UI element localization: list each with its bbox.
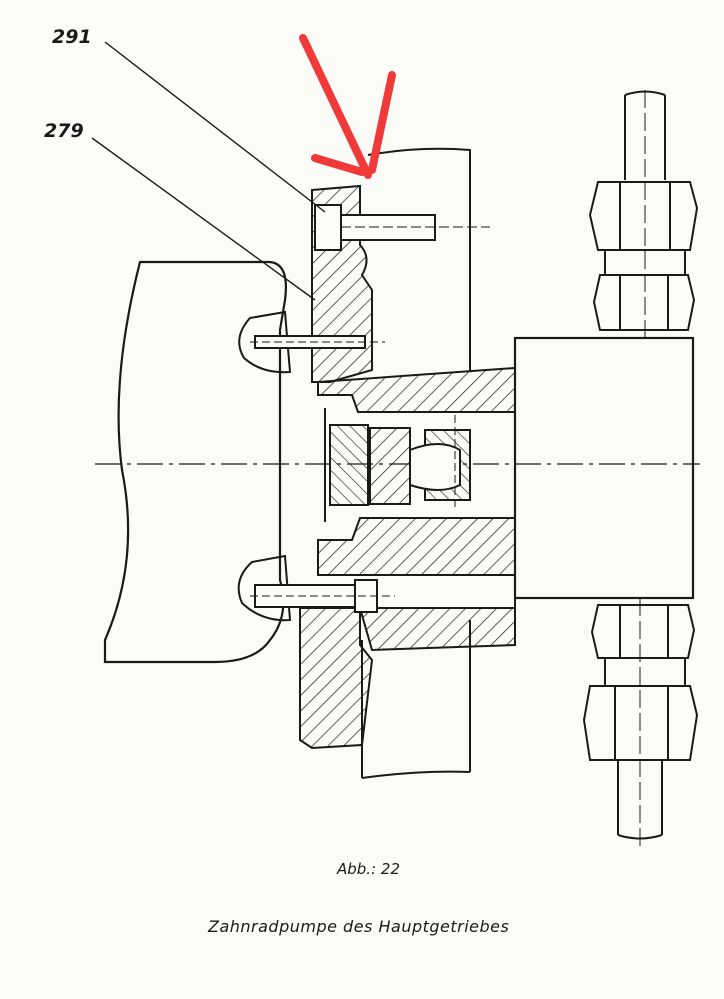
callout-label-279: 279 [44, 120, 84, 142]
casing-bottom [317, 517, 516, 576]
shaft-top [367, 147, 471, 372]
nut-upper-2 [592, 274, 696, 331]
lower-flange [299, 607, 374, 750]
valve-block [513, 336, 695, 600]
red-arrow-annotation [299, 34, 396, 179]
housing-body [103, 260, 287, 664]
gear-left [329, 424, 369, 506]
nut-lower-1 [590, 604, 696, 659]
nut-lower-2 [582, 685, 699, 761]
leader-291 [104, 41, 326, 213]
bottom-cover [358, 607, 516, 652]
gear-mid [369, 427, 411, 505]
callout-label-291: 291 [52, 26, 92, 48]
upper-boss [238, 310, 292, 374]
bolt-head-top [314, 204, 342, 251]
lower-boss [237, 554, 292, 622]
figure-caption: Zahnradpumpe des Hauptgetriebes [208, 917, 510, 936]
nut-upper [588, 181, 699, 251]
leader-279 [91, 137, 316, 301]
figure-number: Abb.: 22 [337, 860, 400, 878]
collar-lower [604, 657, 686, 687]
shaft-bottom [361, 770, 471, 779]
